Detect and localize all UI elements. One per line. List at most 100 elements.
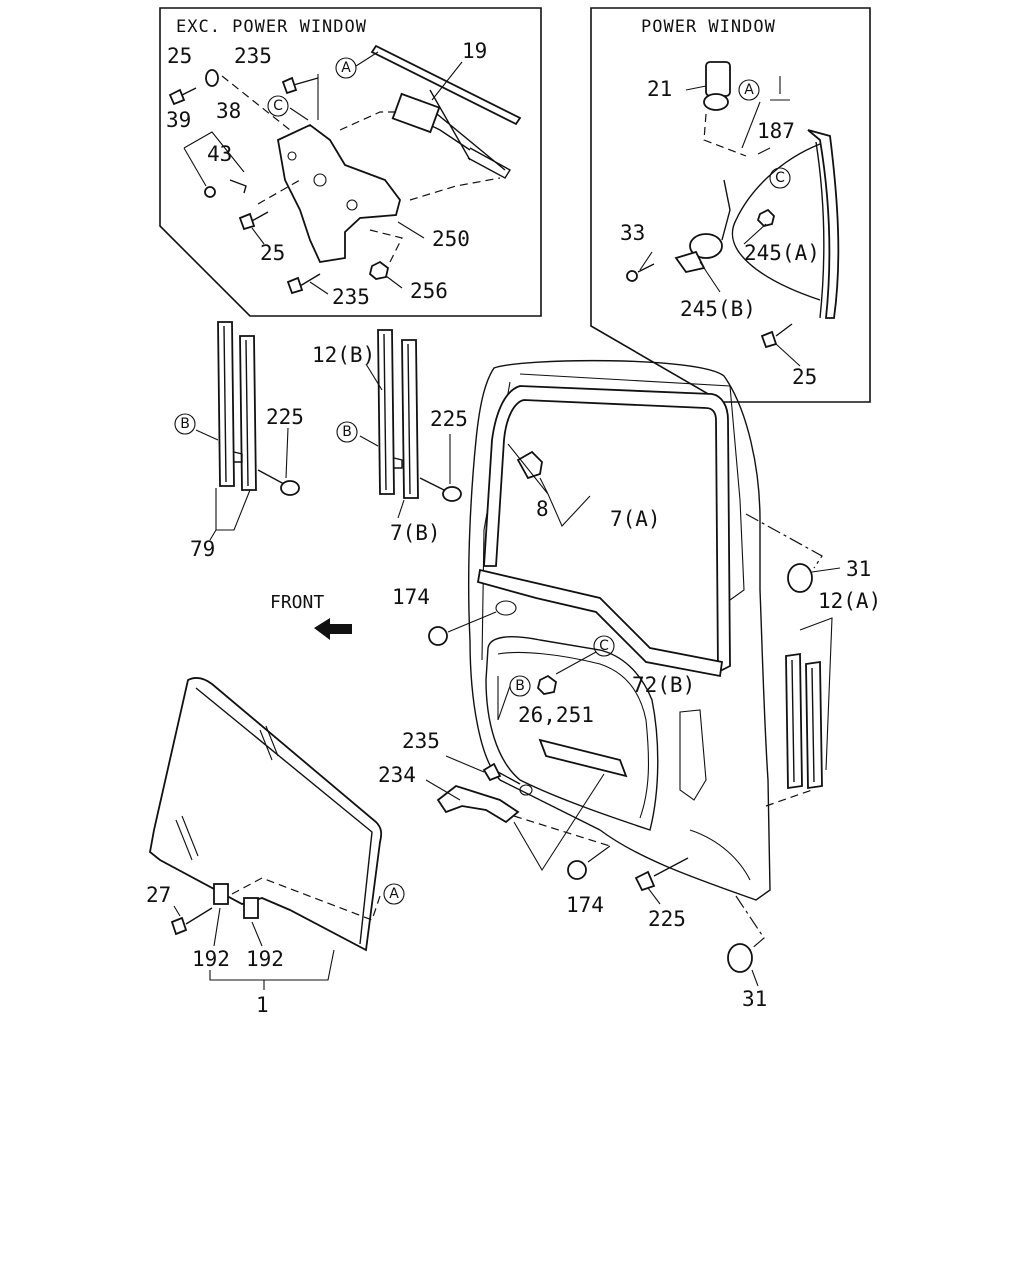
leader-line bbox=[397, 221, 425, 239]
part-label-25: 25 bbox=[792, 365, 817, 389]
leader-line bbox=[289, 107, 309, 121]
part-label-39: 39 bbox=[166, 108, 191, 132]
manual-regulator-inset: EXC. POWER WINDOW bbox=[159, 7, 542, 317]
glass-holder bbox=[213, 883, 229, 905]
callout-a-letter: A bbox=[341, 60, 351, 76]
callout-b-letter: B bbox=[515, 678, 525, 694]
part-label-1: 1 bbox=[256, 993, 269, 1017]
door-outer-outline bbox=[468, 359, 771, 901]
channel-groove bbox=[407, 343, 411, 495]
leader-line bbox=[309, 281, 329, 295]
callout-a bbox=[335, 57, 357, 79]
callout-a-letter: A bbox=[744, 82, 754, 98]
bolt-icon bbox=[257, 469, 300, 496]
channel-groove bbox=[223, 325, 227, 483]
door-panel: 8 7(A) 31 12(A) 174 72(B) 26,251 235 234… bbox=[378, 359, 881, 1011]
glass-reflection bbox=[259, 725, 279, 761]
manual-inset-title: EXC. POWER WINDOW bbox=[176, 17, 367, 37]
channel-groove bbox=[791, 659, 815, 783]
leader-dashed bbox=[369, 229, 403, 263]
manual-inset-frame bbox=[159, 7, 542, 317]
spring-clip-icon bbox=[229, 179, 247, 194]
part-label-235: 235 bbox=[402, 729, 440, 753]
front-arrow-icon bbox=[314, 618, 352, 640]
callout-a bbox=[738, 79, 760, 101]
leader-line bbox=[251, 227, 265, 245]
leader-line bbox=[639, 251, 653, 271]
bolt-icon bbox=[760, 323, 793, 349]
callout-a bbox=[383, 883, 405, 905]
callout-c bbox=[267, 95, 289, 117]
leader-line bbox=[447, 611, 497, 633]
power-inset-frame bbox=[590, 7, 871, 403]
callout-b bbox=[509, 675, 531, 697]
leader-line bbox=[775, 343, 801, 367]
part-label-19: 19 bbox=[462, 39, 487, 63]
part-label-12b: 12(B) bbox=[312, 343, 375, 367]
glass-reflection bbox=[175, 815, 199, 861]
glass-edge-highlight bbox=[195, 687, 373, 945]
door-glass-pane bbox=[149, 677, 383, 952]
channel-strip bbox=[239, 335, 257, 491]
part-label-33: 33 bbox=[620, 221, 645, 245]
leader-line bbox=[183, 147, 207, 187]
leader-dashdot bbox=[745, 513, 823, 569]
part-label-225: 225 bbox=[648, 907, 686, 931]
leader-line bbox=[685, 85, 707, 91]
bolt-icon bbox=[286, 273, 321, 295]
leader-line bbox=[757, 147, 771, 155]
leader-dashed bbox=[221, 75, 291, 131]
leader-line bbox=[587, 845, 611, 863]
regulator-motor bbox=[705, 61, 731, 97]
plate-hole bbox=[346, 199, 358, 211]
window-bracket bbox=[436, 784, 520, 824]
nut-icon bbox=[756, 208, 775, 227]
plate-hole bbox=[313, 173, 327, 187]
part-label-21: 21 bbox=[647, 77, 672, 101]
leader-bracket bbox=[513, 773, 605, 872]
bolt-icon bbox=[170, 907, 213, 936]
callout-b bbox=[174, 413, 196, 435]
front-label: FRONT bbox=[270, 592, 324, 613]
channel-groove bbox=[383, 333, 387, 491]
callout-b-letter: B bbox=[342, 424, 352, 440]
part-label-245b: 245(B) bbox=[680, 297, 756, 321]
leader-dashed bbox=[339, 111, 398, 131]
regulator-pivot-block bbox=[391, 92, 441, 134]
retaining-clip bbox=[516, 450, 543, 480]
leader-bracket bbox=[215, 488, 251, 531]
part-label-25: 25 bbox=[167, 44, 192, 68]
bolt-icon bbox=[634, 857, 689, 892]
part-label-187: 187 bbox=[757, 119, 795, 143]
motor-gear bbox=[703, 93, 729, 111]
nut-icon bbox=[537, 674, 557, 695]
part-label-234: 234 bbox=[378, 763, 416, 787]
leader-line bbox=[445, 755, 485, 773]
part-label-38: 38 bbox=[216, 99, 241, 123]
leader-dashdot bbox=[735, 895, 765, 951]
leader-line bbox=[699, 261, 721, 293]
part-label-31: 31 bbox=[742, 987, 767, 1011]
part-label-8: 8 bbox=[536, 497, 549, 521]
part-label-235: 235 bbox=[234, 44, 272, 68]
door-hole bbox=[495, 600, 517, 616]
front-direction-indicator: FRONT bbox=[270, 592, 352, 640]
part-label-256: 256 bbox=[410, 279, 448, 303]
leader-line bbox=[213, 907, 221, 947]
leader-line bbox=[497, 676, 511, 721]
callout-b bbox=[336, 421, 358, 443]
part-label-43: 43 bbox=[207, 142, 232, 166]
leader-dashed bbox=[513, 815, 611, 847]
rail-inner-line bbox=[815, 141, 825, 319]
door-hole bbox=[519, 784, 533, 796]
part-label-174: 174 bbox=[392, 585, 430, 609]
part-label-235: 235 bbox=[332, 285, 370, 309]
leader-line bbox=[173, 905, 181, 917]
leader-line bbox=[555, 651, 597, 675]
leader-dashed bbox=[231, 877, 381, 921]
belt-weatherstrip bbox=[476, 568, 724, 678]
leader-line bbox=[431, 61, 463, 101]
nut-icon bbox=[368, 260, 390, 280]
leader-dashed bbox=[257, 179, 301, 205]
callout-b-letter: B bbox=[180, 416, 190, 432]
